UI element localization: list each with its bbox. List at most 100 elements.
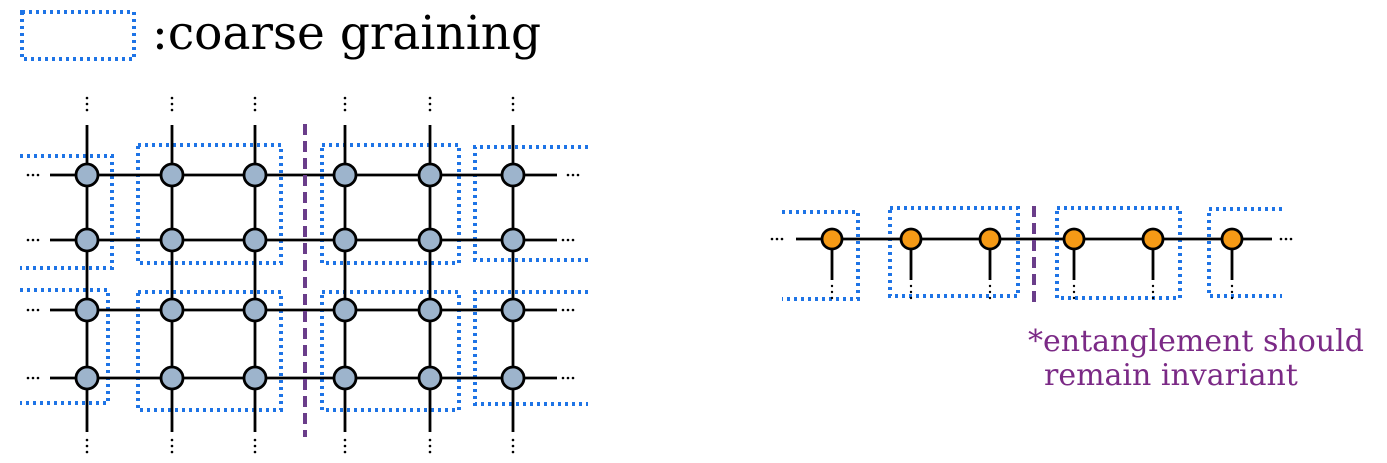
chain-tensor-node (1220, 227, 1244, 251)
chain-continuation-dots (1284, 237, 1288, 241)
lattice-continuation-dots (428, 108, 432, 112)
lattice-continuation-dots (566, 376, 570, 380)
lattice-tensor-node (417, 297, 443, 323)
lattice-tensor-node (74, 365, 100, 391)
lattice-continuation-dots (26, 308, 30, 312)
coarse-box-lattice-partial-left (20, 154, 114, 270)
entanglement-note: *entanglement should remain invariant (1028, 324, 1364, 393)
chain-continuation-dots (1279, 237, 1283, 241)
lattice-tensor-node (500, 162, 526, 188)
lattice-tensor-node (500, 365, 526, 391)
lattice-continuation-dots (571, 376, 575, 380)
lattice-tensor-node (242, 162, 268, 188)
lattice-continuation-dots (170, 438, 174, 442)
lattice-continuation-dots (170, 450, 174, 454)
lattice-continuation-dots (571, 308, 575, 312)
lattice-continuation-dots (26, 238, 30, 242)
chain-continuation-dots (780, 237, 784, 241)
lattice-continuation-dots (428, 450, 432, 454)
lattice-tensor-node (242, 297, 268, 323)
chain-continuation-dots (1151, 290, 1155, 294)
lattice-continuation-dots (343, 450, 347, 454)
lattice-continuation-dots (343, 108, 347, 112)
lattice-continuation-dots (253, 444, 257, 448)
lattice-continuation-dots (36, 238, 40, 242)
lattice-continuation-dots (428, 438, 432, 442)
lattice-continuation-dots (511, 96, 515, 100)
coarse-graining-legend-icon (20, 10, 136, 61)
chain-continuation-dots (830, 296, 834, 300)
lattice-tensor-node (332, 162, 358, 188)
lattice-continuation-dots (31, 376, 35, 380)
lattice-tensor-node (500, 227, 526, 253)
lattice-continuation-dots (343, 102, 347, 106)
lattice-tensor-node (417, 365, 443, 391)
lattice-tensor-node (159, 297, 185, 323)
coarse-box-chain (1055, 206, 1182, 300)
lattice-continuation-dots (85, 450, 89, 454)
lattice-continuation-dots (561, 238, 565, 242)
lattice-continuation-dots (428, 444, 432, 448)
chain-tensor-node (820, 227, 844, 251)
lattice-continuation-dots (85, 438, 89, 442)
lattice-continuation-dots (170, 444, 174, 448)
lattice-continuation-dots (511, 438, 515, 442)
lattice-continuation-dots (170, 108, 174, 112)
lattice-continuation-dots (253, 102, 257, 106)
chain-tensor-node (1141, 227, 1165, 251)
lattice-tensor-node (242, 227, 268, 253)
lattice-continuation-dots (428, 96, 432, 100)
lattice-tensor-node (74, 227, 100, 253)
lattice-continuation-dots (31, 238, 35, 242)
chain-continuation-dots (770, 237, 774, 241)
chain-continuation-dots (1230, 284, 1234, 288)
lattice-tensor-node (332, 365, 358, 391)
chain-continuation-dots (988, 296, 992, 300)
lattice-tensor-node (159, 227, 185, 253)
legend: :coarse graining (20, 6, 541, 61)
chain-continuation-dots (1072, 284, 1076, 288)
lattice-continuation-dots (253, 96, 257, 100)
coarse-box-lattice-partial-right (473, 290, 588, 406)
lattice-continuation-dots (511, 450, 515, 454)
lattice-continuation-dots (343, 96, 347, 100)
lattice-tensor-node (74, 162, 100, 188)
tensor-network-chain (770, 206, 1293, 306)
legend-label: :coarse graining (152, 6, 541, 61)
lattice-continuation-dots (85, 108, 89, 112)
coarse-box-lattice (136, 143, 283, 265)
chain-tensor-node (899, 227, 923, 251)
lattice-tensor-node (74, 297, 100, 323)
lattice-continuation-dots (36, 308, 40, 312)
coarse-box-lattice (136, 290, 283, 412)
chain-tensor-node (1062, 227, 1086, 251)
lattice-continuation-dots (566, 238, 570, 242)
lattice-continuation-dots (26, 173, 30, 177)
chain-continuation-dots (1072, 290, 1076, 294)
chain-continuation-dots (1230, 290, 1234, 294)
lattice-continuation-dots (566, 308, 570, 312)
lattice-continuation-dots (26, 376, 30, 380)
lattice-continuation-dots (511, 108, 515, 112)
lattice-continuation-dots (561, 308, 565, 312)
note-line-1: *entanglement should (1028, 324, 1364, 359)
lattice-continuation-dots (343, 444, 347, 448)
lattice-continuation-dots (428, 102, 432, 106)
lattice-continuation-dots (566, 173, 570, 177)
lattice-continuation-dots (561, 376, 565, 380)
chain-continuation-dots (909, 290, 913, 294)
chain-tensor-node (978, 227, 1002, 251)
note-line-2: remain invariant (1044, 358, 1298, 393)
lattice-continuation-dots (253, 438, 257, 442)
coarse-box-chain (888, 206, 1020, 298)
lattice-continuation-dots (31, 308, 35, 312)
chain-continuation-dots (909, 296, 913, 300)
coarse-box-chain-partial-right (1207, 207, 1282, 298)
coarse-box-lattice (320, 143, 461, 265)
lattice-continuation-dots (31, 173, 35, 177)
chain-continuation-dots (830, 284, 834, 288)
lattice-continuation-dots (576, 173, 580, 177)
lattice-continuation-dots (511, 444, 515, 448)
chain-continuation-dots (988, 290, 992, 294)
chain-continuation-dots (1151, 296, 1155, 300)
